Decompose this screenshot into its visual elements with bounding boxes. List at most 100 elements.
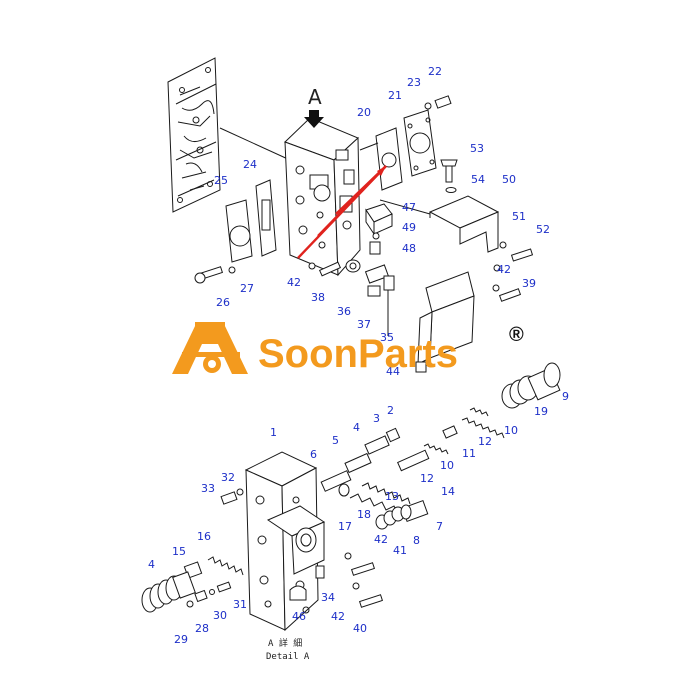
part-number-30: 30	[213, 609, 227, 622]
part-number-28: 28	[195, 622, 209, 635]
part-number-52: 52	[536, 223, 550, 236]
part-number-5: 5	[332, 434, 339, 447]
part-number-46: 46	[292, 610, 306, 623]
valve-body-top	[284, 117, 361, 277]
part-number-7: 7	[436, 520, 443, 533]
part-number-15: 15	[172, 545, 186, 558]
part-number-19: 19	[534, 405, 548, 418]
plug-36	[345, 259, 361, 273]
part-number-6: 6	[310, 448, 317, 461]
part-number-17: 17	[338, 520, 352, 533]
part-number-50: 50	[502, 173, 516, 186]
part-number-32: 32	[221, 471, 235, 484]
detail-caption-jp: A 詳 細	[268, 637, 302, 649]
part-number-12: 12	[420, 472, 434, 485]
part-number-42: 42	[331, 610, 345, 623]
part-number-51: 51	[512, 210, 526, 223]
part-number-42: 42	[287, 276, 301, 289]
spring-8	[375, 506, 405, 530]
part-number-48: 48	[402, 242, 416, 255]
part-number-3: 3	[373, 412, 380, 425]
soonparts-logo-icon	[172, 322, 248, 374]
soonparts-logo: SoonParts ®	[172, 322, 524, 376]
bolt-52	[510, 248, 534, 262]
part-number-49: 49	[402, 221, 416, 234]
bolt-38	[318, 261, 342, 277]
plug-48	[369, 241, 381, 255]
part-number-33: 33	[201, 482, 215, 495]
part-number-4: 4	[148, 558, 155, 571]
part-number-54: 54	[471, 173, 485, 186]
part-number-14: 14	[441, 485, 455, 498]
part-number-53: 53	[470, 142, 484, 155]
part-number-23: 23	[407, 76, 421, 89]
part-number-35: 35	[380, 331, 394, 344]
part-number-29: 29	[174, 633, 188, 646]
part-number-13: 13	[385, 490, 399, 503]
washer-54	[445, 187, 457, 193]
part-number-41: 41	[393, 544, 407, 557]
brand-name: SoonParts	[258, 332, 458, 376]
washer-42e	[352, 582, 360, 590]
part-number-4: 4	[353, 421, 360, 434]
fitting-37	[364, 264, 395, 297]
bracket-50	[379, 195, 500, 253]
bracket-lower	[417, 271, 475, 365]
view-label: A	[308, 85, 322, 109]
part-number-10: 10	[504, 424, 518, 437]
part-number-39: 39	[522, 277, 536, 290]
plug-7	[400, 500, 429, 522]
part-number-1: 1	[270, 426, 277, 439]
part-number-20: 20	[357, 106, 371, 119]
registered-mark: ®	[509, 324, 524, 346]
washer-42	[493, 264, 501, 272]
view-arrow-icon	[304, 110, 324, 128]
bolt-26	[194, 266, 224, 284]
part-number-2: 2	[387, 404, 394, 417]
part-number-22: 22	[428, 65, 442, 78]
cover-group-20-23	[375, 95, 452, 191]
bolt-40	[358, 594, 384, 608]
part-number-8: 8	[413, 534, 420, 547]
spool-assembly-right	[320, 362, 561, 505]
detail-caption-en: Detail A	[266, 652, 310, 662]
part-number-11: 11	[462, 447, 476, 460]
leader-line	[359, 142, 379, 151]
part-number-37: 37	[357, 318, 371, 331]
plug-44	[415, 361, 427, 373]
valve-body-detail	[244, 451, 326, 632]
part-number-47: 47	[402, 201, 416, 214]
part-number-12: 12	[478, 435, 492, 448]
part-number-42: 42	[497, 263, 511, 276]
washer-51	[499, 241, 507, 249]
part-number-44: 44	[386, 365, 400, 378]
part-number-16: 16	[197, 530, 211, 543]
part-number-42: 42	[374, 533, 388, 546]
part-number-24: 24	[243, 158, 257, 171]
elbow-46	[289, 585, 307, 601]
washer-42d	[344, 552, 352, 560]
part-number-21: 21	[388, 89, 402, 102]
part-number-9: 9	[562, 390, 569, 403]
part-number-27: 27	[240, 282, 254, 295]
part-number-18: 18	[357, 508, 371, 521]
washer-42c	[308, 262, 316, 270]
part-number-31: 31	[233, 598, 247, 611]
o-ring-49	[372, 232, 380, 240]
bolt-39	[498, 288, 522, 302]
part-number-26: 26	[216, 296, 230, 309]
part-number-10: 10	[440, 459, 454, 472]
spool-assembly-left	[141, 488, 244, 613]
part-number-34: 34	[321, 591, 335, 604]
part-number-36: 36	[337, 305, 351, 318]
cover-25	[225, 199, 253, 263]
plug-34	[315, 565, 325, 579]
bolt-41	[350, 562, 376, 576]
ring-18	[338, 483, 350, 497]
washer-27	[228, 266, 236, 274]
solenoid-47	[365, 203, 393, 236]
